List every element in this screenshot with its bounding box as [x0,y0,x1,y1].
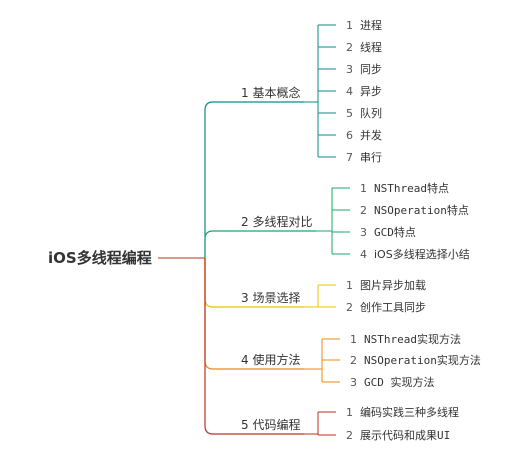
leaf-queue[interactable]: 5 队列 [346,108,382,119]
leaf-number: 2 [346,40,353,54]
leaf-number: 1 [346,405,353,419]
leaf-number: 4 [360,247,367,261]
leaf-number: 1 [346,278,353,292]
leaf-label: GCD 实现方法 [364,375,435,389]
leaf-concurrent[interactable]: 6 并发 [346,130,382,141]
leaf-number: 2 [346,300,353,314]
leaf-number: 4 [346,84,353,98]
leaf-label: 创作工具同步 [360,300,426,314]
leaf-gcd-features[interactable]: 3 GCD特点 [360,227,416,238]
leaf-number: 1 [350,332,357,346]
branch-scenario-selection[interactable]: 3 场景选择 [241,291,301,305]
leaf-thread[interactable]: 2 线程 [346,42,382,53]
leaf-sync[interactable]: 3 同步 [346,64,382,75]
leaf-label: 队列 [360,106,382,120]
branch-basic-concepts[interactable]: 1 基本概念 [241,86,301,100]
leaf-nsthread-features[interactable]: 1 NSThread特点 [360,183,449,194]
leaf-label: NSOperation特点 [374,203,469,217]
leaf-nsoperation-impl[interactable]: 2 NSOperation实现方法 [350,355,481,366]
leaf-number: 6 [346,128,353,142]
root-node[interactable]: iOS多线程编程 [48,248,152,267]
leaf-number: 1 [360,181,367,195]
leaf-number: 3 [350,375,357,389]
leaf-nsthread-impl[interactable]: 1 NSThread实现方法 [350,334,461,345]
branch-code-programming[interactable]: 5 代码编程 [241,418,301,432]
leaf-number: 2 [350,353,357,367]
leaf-number: 2 [360,203,367,217]
branch-connector [204,258,304,435]
leaf-number: 2 [346,428,353,442]
leaf-creation-tool-sync[interactable]: 2 创作工具同步 [346,302,426,313]
leaf-number: 5 [346,106,353,120]
leaf-label: 串行 [360,150,382,164]
leaf-number: 3 [360,225,367,239]
leaf-process[interactable]: 1 进程 [346,20,382,31]
leaf-serial[interactable]: 7 串行 [346,152,382,163]
branch-connector [204,101,304,258]
leaf-nsoperation-features[interactable]: 2 NSOperation特点 [360,205,469,216]
leaf-number: 7 [346,150,353,164]
branch-multithread-comparison[interactable]: 2 多线程对比 [241,215,313,229]
leaf-ios-selection-summary[interactable]: 4 iOS多线程选择小结 [360,249,470,260]
leaf-label: 异步 [360,84,382,98]
leaf-gcd-impl[interactable]: 3 GCD 实现方法 [350,377,435,388]
leaf-label: 并发 [360,128,382,142]
leaf-label: 编码实践三种多线程 [360,405,459,419]
leaf-number: 1 [346,18,353,32]
leaf-label: 进程 [360,18,382,32]
leaf-label: 同步 [360,62,382,76]
leaf-label: 线程 [360,40,382,54]
leaf-label: iOS多线程选择小结 [374,247,470,261]
leaf-show-code-and-ui[interactable]: 2 展示代码和成果UI [346,430,450,441]
leaf-number: 3 [346,62,353,76]
leaf-coding-practice[interactable]: 1 编码实践三种多线程 [346,407,459,418]
leaf-label: 图片异步加载 [360,278,426,292]
leaf-label: NSOperation实现方法 [364,353,481,367]
leaf-label: NSThread特点 [374,181,449,195]
leaf-async-image-loading[interactable]: 1 图片异步加载 [346,280,426,291]
branch-connector [204,230,316,258]
leaf-label: 展示代码和成果UI [360,428,451,442]
branch-usage-methods[interactable]: 4 使用方法 [241,353,301,367]
leaf-async[interactable]: 4 异步 [346,86,382,97]
leaf-label: GCD特点 [374,225,416,239]
leaf-label: NSThread实现方法 [364,332,461,346]
